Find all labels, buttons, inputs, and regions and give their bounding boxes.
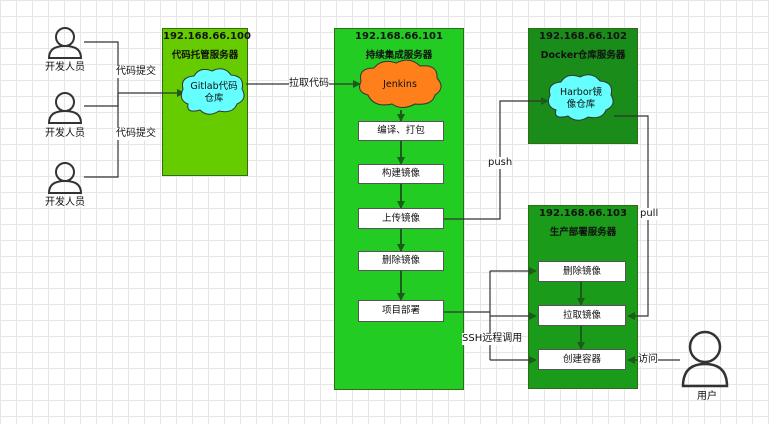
gitlab-server-title: 代码托管服务器 bbox=[171, 50, 239, 61]
ci-step-build-image: 构建镜像 bbox=[358, 164, 444, 184]
developer-label: 开发人员 bbox=[45, 128, 85, 139]
harbor-cloud-label: Harbor镜 像仓库 bbox=[550, 87, 612, 111]
harbor-cloud-line1: Harbor镜 bbox=[559, 87, 603, 98]
jenkins-cloud-label: Jenkins bbox=[383, 79, 417, 90]
ci-step-delete-image: 删除镜像 bbox=[358, 251, 444, 271]
pull-label: pull bbox=[640, 208, 659, 220]
ci-server-ip: 192.168.66.101 bbox=[355, 31, 443, 42]
gitlab-cloud-line1: Gitlab代码 bbox=[190, 81, 238, 92]
visit-label: 访问 bbox=[638, 354, 658, 366]
user-icon bbox=[681, 330, 729, 388]
deploy-step-pull-image: 拉取镜像 bbox=[538, 305, 626, 326]
person-icon bbox=[47, 27, 83, 59]
harbor-cloud bbox=[548, 74, 614, 121]
person-icon bbox=[47, 92, 83, 124]
deploy-step-create-container: 创建容器 bbox=[538, 349, 626, 370]
gitlab-cloud-line2: 仓库 bbox=[204, 93, 224, 104]
pull-code-label: 拉取代码 bbox=[289, 78, 329, 90]
deploy-server-title: 生产部署服务器 bbox=[549, 227, 617, 238]
developer-label: 开发人员 bbox=[45, 197, 85, 208]
commit-label: 代码提交 bbox=[116, 128, 156, 140]
user-label: 用户 bbox=[697, 391, 717, 402]
deploy-server-ip: 192.168.66.103 bbox=[539, 208, 627, 219]
docker-server-ip: 192.168.66.102 bbox=[539, 31, 627, 42]
commit-connectors bbox=[84, 41, 185, 178]
ssh-connectors bbox=[444, 267, 537, 364]
developer-label: 开发人员 bbox=[45, 62, 85, 73]
gitlab-server-ip: 192.168.66.100 bbox=[163, 31, 251, 42]
ci-step-deploy: 项目部署 bbox=[358, 300, 444, 322]
gitlab-cloud-label: Gitlab代码 仓库 bbox=[183, 81, 245, 105]
docker-server: 192.168.66.102 Docker仓库服务器 bbox=[528, 28, 638, 144]
ssh-label: SSH远程调用 bbox=[462, 333, 523, 345]
deploy-step-delete-image: 删除镜像 bbox=[538, 261, 626, 282]
ci-step-upload-image: 上传镜像 bbox=[358, 208, 444, 229]
push-label: push bbox=[488, 157, 513, 169]
harbor-cloud-line2: 像仓库 bbox=[566, 99, 596, 110]
commit-label: 代码提交 bbox=[116, 66, 156, 78]
jenkins-cloud bbox=[359, 59, 442, 108]
person-icon bbox=[47, 162, 83, 194]
docker-server-title: Docker仓库服务器 bbox=[540, 50, 626, 61]
ci-server-title: 持续集成服务器 bbox=[365, 50, 433, 61]
gitlab-cloud bbox=[180, 68, 245, 115]
ci-step-compile: 编译、打包 bbox=[358, 121, 444, 141]
